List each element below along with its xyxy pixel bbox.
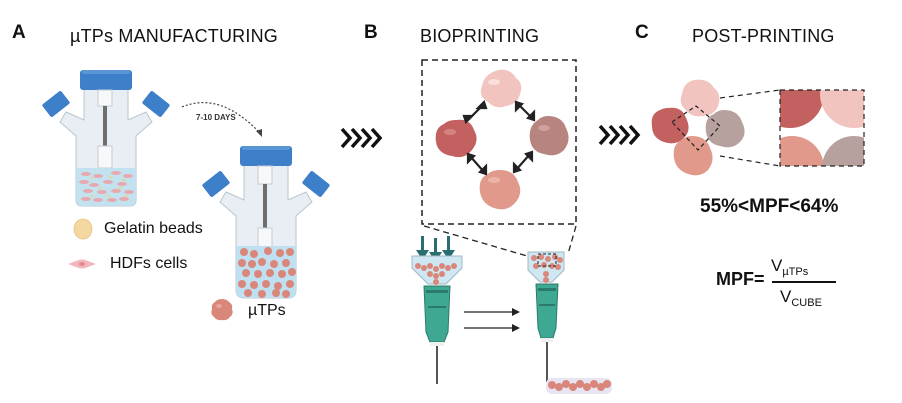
motion-arrows xyxy=(464,308,520,332)
chevrons-b-to-c-icon xyxy=(598,124,641,146)
legend-label-microtissues: µTPs xyxy=(248,302,286,319)
numerator-symbol: V xyxy=(771,256,783,275)
denominator-subscript: CUBE xyxy=(791,297,822,310)
chevrons-a-to-b-icon xyxy=(340,127,383,149)
numerator-subscript: µTPs xyxy=(782,266,809,279)
nozzle-extruding xyxy=(527,251,612,394)
incubation-duration-label: 7-10 DAYS xyxy=(196,113,236,122)
nozzle-loading xyxy=(411,236,463,384)
panel-b-title: BIOPRINTING xyxy=(420,26,540,46)
flask-top-cap xyxy=(80,70,132,90)
legend-label-hdf-cells: HDFs cells xyxy=(110,255,188,272)
mpf-formula-lhs: MPF= xyxy=(716,269,765,289)
panel-c-title: POST-PRINTING xyxy=(692,26,835,46)
cluster-zoom-inset xyxy=(719,89,865,167)
mpf-range-label: 55%<MPF<64% xyxy=(700,196,839,217)
panel-c-letter: C xyxy=(635,22,649,43)
panel-a-letter: A xyxy=(12,22,26,43)
denominator-symbol: V xyxy=(780,287,792,306)
flask-side-cap-right xyxy=(142,91,170,117)
microtissue-bottom xyxy=(479,170,521,210)
fraction-bar xyxy=(772,281,836,283)
hdf-cell-icon xyxy=(68,259,96,269)
spinner-flask-microtissues xyxy=(202,146,330,299)
microtissue-right xyxy=(529,116,569,156)
inset-zoom-lines xyxy=(423,225,577,259)
microtissue-left xyxy=(435,119,477,158)
panel-b-letter: B xyxy=(364,22,378,43)
microtissue-top xyxy=(480,69,522,108)
mpf-formula-numerator: VµTPs xyxy=(771,256,808,278)
flask-side-cap-left xyxy=(42,91,70,117)
microtissue-suspension xyxy=(238,247,296,298)
legend-label-gelatin-beads: Gelatin beads xyxy=(104,220,203,237)
beads-and-cells xyxy=(79,171,134,202)
incubation-arrow xyxy=(181,102,262,137)
fusion-arrows xyxy=(462,99,536,176)
gelatin-bead-icon xyxy=(73,218,93,240)
spinner-flask-initial xyxy=(42,70,170,207)
microtissue-icon xyxy=(211,299,233,321)
mpf-formula-denominator: VCUBE xyxy=(780,287,822,309)
panel-a-title: µTPs MANUFACTURING xyxy=(70,26,278,46)
fused-microtissue-cluster xyxy=(651,79,745,176)
bioprinting-inset xyxy=(421,59,577,225)
